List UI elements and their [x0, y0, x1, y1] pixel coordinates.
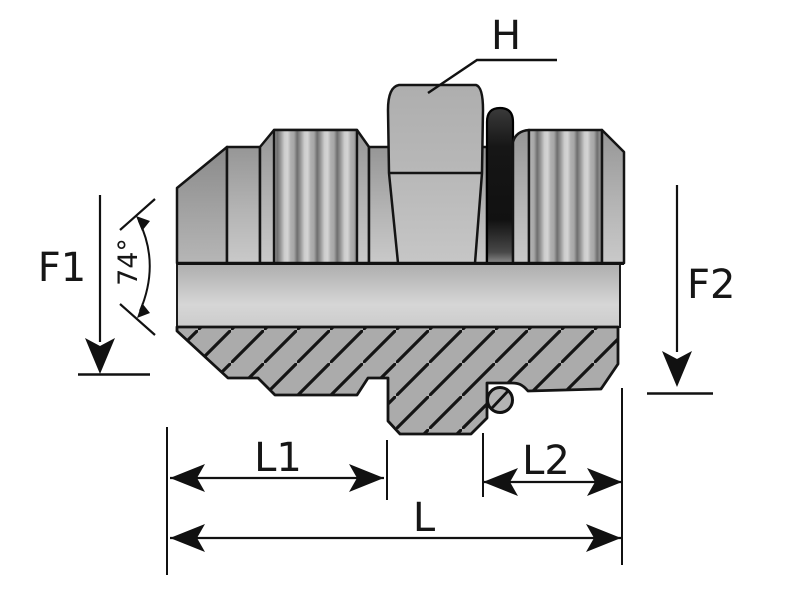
- leader-h: [427, 58, 557, 94]
- dim-f1: [78, 195, 150, 376]
- label-f2: F2: [687, 262, 735, 308]
- label-l: L: [413, 495, 436, 541]
- o-ring-section: [486, 386, 514, 414]
- jic-cone-face: [175, 145, 229, 265]
- label-l1: L1: [254, 435, 302, 481]
- left-thread: [272, 128, 359, 265]
- dim-l2: [482, 433, 622, 497]
- label-h: H: [491, 13, 521, 59]
- label-l2: L2: [522, 438, 570, 484]
- hex-nut: [386, 83, 485, 265]
- bore-band: [176, 263, 621, 328]
- left-land: [225, 145, 262, 265]
- dim-f2: [647, 185, 713, 395]
- section-hatch: [175, 325, 620, 436]
- dim-l: [170, 388, 623, 565]
- right-chamfer: [600, 128, 626, 265]
- o-ring-seal: [485, 106, 515, 265]
- label-f1: F1: [38, 245, 86, 291]
- dimensions: [78, 58, 713, 575]
- label-cone-angle: 74°: [113, 238, 144, 286]
- angle-74-annotation: [119, 198, 156, 336]
- right-thread: [527, 128, 604, 265]
- dim-l1: [166, 427, 388, 575]
- seal-fillet: [511, 128, 531, 265]
- fitting-body-top: [175, 83, 626, 265]
